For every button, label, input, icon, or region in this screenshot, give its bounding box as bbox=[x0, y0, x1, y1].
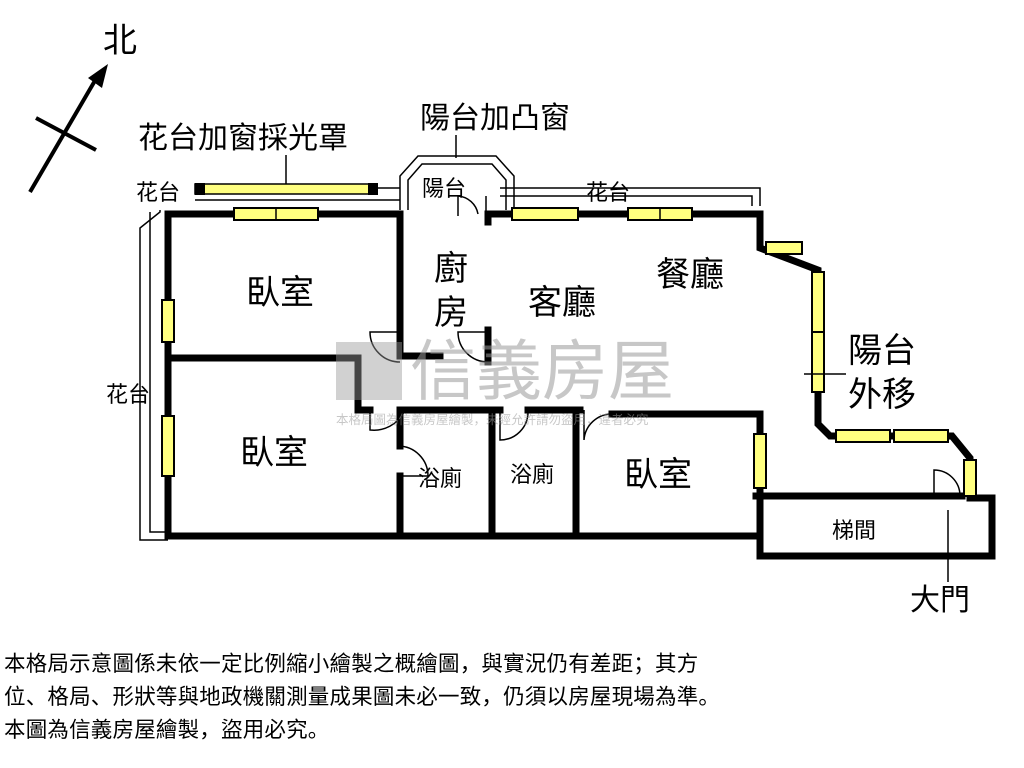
floor-plan: 北 花台加窗採光罩 陽台加凸窗 bbox=[28, 21, 996, 618]
kitchen-label-bottom: 房 bbox=[434, 293, 468, 333]
main-door-label: 大門 bbox=[910, 583, 970, 618]
flower-bed-2-label: 花台 bbox=[586, 181, 630, 206]
balcony-moved-label-bottom: 外移 bbox=[848, 375, 916, 415]
flower-bed-3-label: 花台 bbox=[106, 383, 150, 408]
bathroom-1-label: 浴廁 bbox=[418, 467, 462, 492]
bedroom-2-label: 臥室 bbox=[240, 433, 308, 473]
window bbox=[511, 207, 579, 221]
window bbox=[161, 299, 175, 343]
flower-bed-1-label: 花台 bbox=[136, 181, 180, 206]
door-swings bbox=[369, 195, 961, 497]
small-balcony-label: 陽台 bbox=[422, 177, 466, 202]
bedroom-1-label: 臥室 bbox=[246, 273, 314, 313]
balcony-moved-label-top: 陽台 bbox=[848, 331, 916, 371]
skylight-window bbox=[194, 183, 374, 195]
watermark-logo bbox=[336, 342, 402, 400]
north-label: 北 bbox=[103, 21, 137, 61]
window bbox=[963, 459, 977, 497]
north-arrow-icon bbox=[28, 64, 108, 194]
watermark-notice: 本格局圖為信義房屋繪製，未經允許請勿盜用，違者必究 bbox=[336, 412, 649, 427]
stairwell-label: 梯間 bbox=[832, 519, 876, 544]
balcony-bay-label: 陽台加凸窗 bbox=[420, 101, 570, 136]
window bbox=[835, 429, 891, 443]
window bbox=[893, 429, 949, 443]
window bbox=[811, 271, 825, 333]
disclaimer-text: 本格局示意圖係未依一定比例縮小繪製之概繪圖，與實況仍有差距；其方 位、格局、形狀… bbox=[4, 652, 721, 743]
window bbox=[811, 331, 825, 393]
watermark-brand: 信義房屋 bbox=[410, 333, 674, 410]
kitchen-label-top: 廚 bbox=[434, 249, 468, 289]
window bbox=[753, 433, 767, 489]
window bbox=[161, 415, 175, 477]
bedroom-3-label: 臥室 bbox=[624, 455, 692, 495]
dining-room-label: 餐廳 bbox=[656, 255, 724, 295]
window bbox=[765, 241, 803, 255]
bathroom-2-label: 浴廁 bbox=[510, 463, 554, 488]
living-room-label: 客廳 bbox=[528, 283, 596, 323]
watermark: 信義房屋 本格局圖為信義房屋繪製，未經允許請勿盜用，違者必究 bbox=[336, 333, 674, 427]
flower-window-label: 花台加窗採光罩 bbox=[138, 121, 348, 156]
